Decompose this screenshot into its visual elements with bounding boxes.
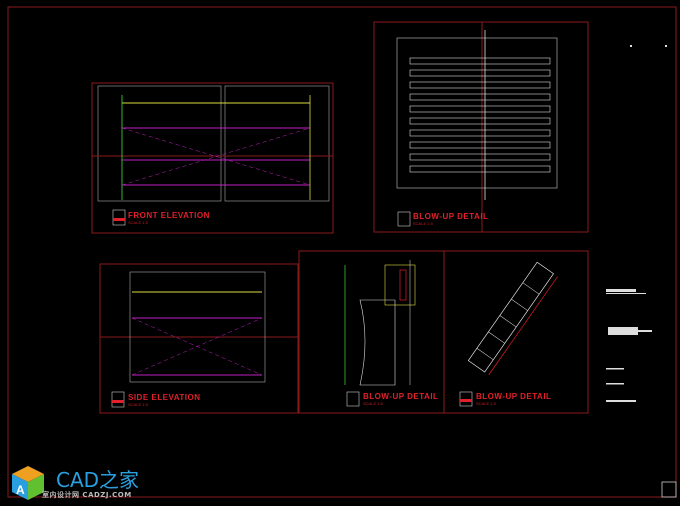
title-block: [606, 45, 667, 402]
panel-scale: SCALE 1:5: [128, 402, 149, 407]
front-elevation-panel[interactable]: FRONT ELEVATION SCALE 1:5: [91, 82, 334, 234]
watermark-url: 室内设计网 CADZJ.COM: [42, 491, 132, 499]
drawing-border: [7, 6, 677, 498]
panel-scale: SCALE 1:5: [128, 220, 149, 225]
panel-scale: SCALE 1:5: [476, 401, 497, 406]
panel-title: SIDE ELEVATION: [128, 393, 201, 402]
blowup-detail-top-panel[interactable]: BLOW-UP DETAIL SCALE 1:5: [373, 21, 589, 233]
corner-mark: [661, 481, 677, 498]
watermark-brand: CAD之家: [56, 468, 140, 492]
panel-title: BLOW-UP DETAIL: [413, 212, 488, 221]
panel-scale: SCALE 1:5: [363, 401, 384, 406]
side-elevation-panel[interactable]: SIDE ELEVATION SCALE 1:5: [99, 263, 299, 414]
watermark: A CAD之家 室内设计网 CADZJ.COM: [8, 462, 158, 502]
blowup-detail-middle-panel[interactable]: BLOW-UP DETAIL SCALE 1:5: [298, 250, 445, 414]
svg-text:A: A: [16, 483, 25, 497]
blowup-detail-right-panel[interactable]: BLOW-UP DETAIL SCALE 1:5: [443, 250, 589, 414]
panel-title: FRONT ELEVATION: [128, 211, 210, 220]
panel-title: BLOW-UP DETAIL: [476, 392, 551, 401]
panel-title: BLOW-UP DETAIL: [363, 392, 438, 401]
cad-cube-logo-icon: A: [12, 466, 44, 500]
panel-scale: SCALE 1:5: [413, 221, 434, 226]
